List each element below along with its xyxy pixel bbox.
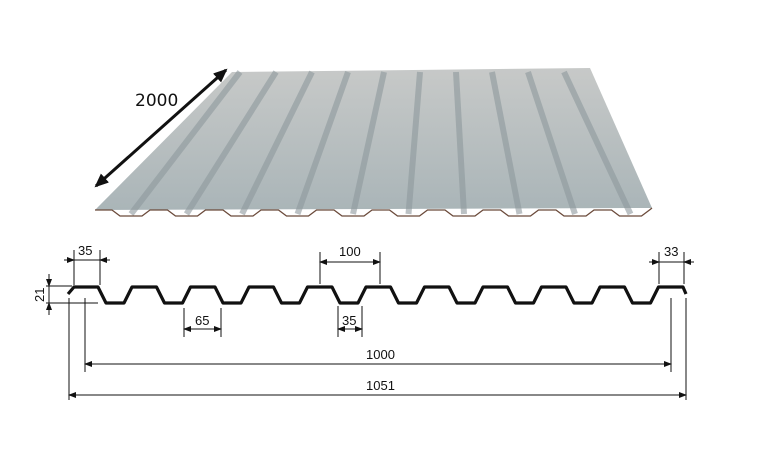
sheet-3d-view bbox=[95, 68, 653, 217]
dim-valley: 65 bbox=[195, 313, 209, 328]
dim-height: 21 bbox=[32, 288, 47, 302]
dim-crest-left: 35 bbox=[78, 243, 92, 258]
dim-pitch: 100 bbox=[339, 244, 361, 259]
length-label: 2000 bbox=[135, 91, 178, 111]
sheet-rib bbox=[183, 70, 279, 216]
length-dimension: 2000 bbox=[94, 68, 228, 188]
dim-crest-bottom: 35 bbox=[342, 313, 356, 328]
sheet-rib bbox=[489, 71, 523, 215]
sheet-rib bbox=[294, 70, 351, 216]
dim-total-width: 1051 bbox=[366, 378, 395, 393]
dim-crest-right: 33 bbox=[664, 244, 678, 259]
sheet-rib bbox=[239, 70, 315, 216]
sheet-rib bbox=[525, 71, 578, 215]
sheet-rib bbox=[405, 71, 423, 215]
profile-section bbox=[66, 285, 688, 305]
sheet-rib bbox=[561, 70, 634, 216]
sheet-rib bbox=[350, 71, 387, 215]
sheet-rib bbox=[453, 71, 467, 215]
dim-useful-width: 1000 bbox=[366, 347, 395, 362]
dimension-labels: 35 100 33 21 65 35 1000 1051 bbox=[32, 243, 678, 393]
dimension-lines bbox=[46, 250, 694, 400]
